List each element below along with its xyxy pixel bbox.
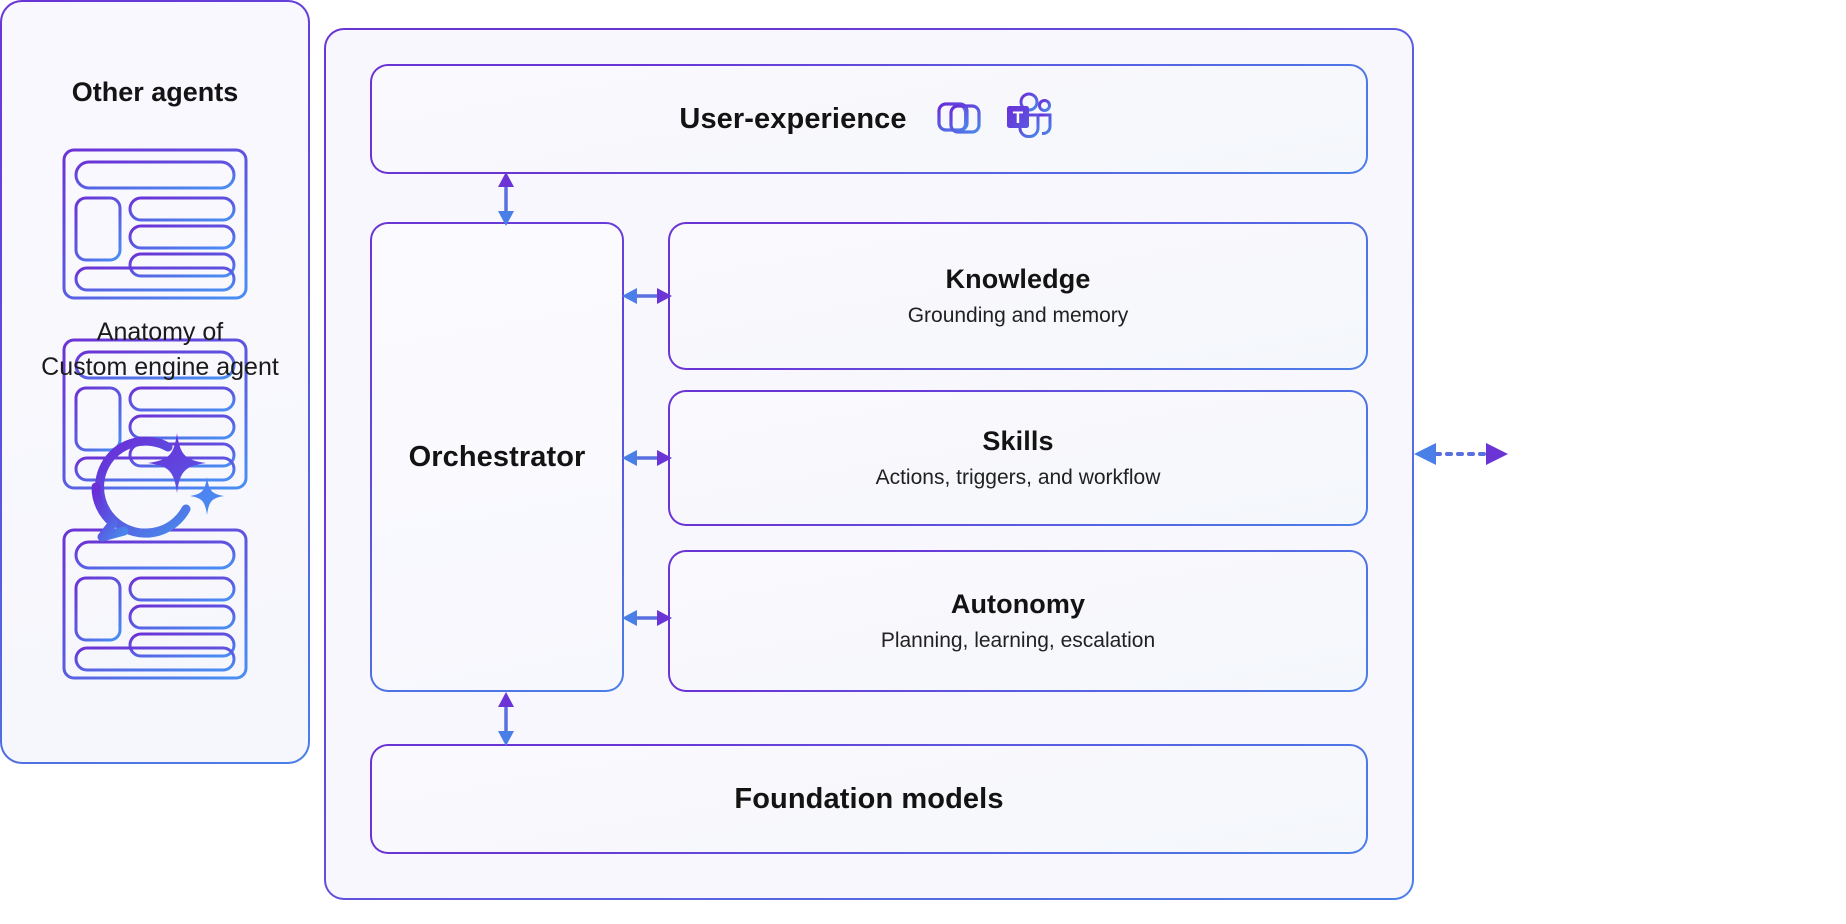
copilot-chat-sparkle-icon <box>72 425 242 555</box>
autonomy-subtitle: Planning, learning, escalation <box>880 629 1156 652</box>
orchestrator-title: Orchestrator <box>408 440 586 473</box>
orchestrator-box[interactable]: Orchestrator <box>370 222 624 692</box>
knowledge-subtitle: Grounding and memory <box>907 304 1129 327</box>
foundation-models-box[interactable]: Foundation models <box>370 744 1368 854</box>
agent-card-icon[interactable] <box>60 336 250 492</box>
other-agents-panel: Other agents <box>0 0 310 764</box>
user-experience-title: User-experience <box>679 102 907 135</box>
user-experience-icons: T <box>933 90 1059 149</box>
caption-line-2: Custom engine agent <box>41 352 279 381</box>
orchestrator-skills-connector <box>622 450 672 466</box>
knowledge-box[interactable]: Knowledge Grounding and memory <box>668 222 1368 370</box>
other-agents-title: Other agents <box>71 77 239 107</box>
other-agents-card-list <box>60 146 250 682</box>
skills-title: Skills <box>982 426 1054 456</box>
orchestrator-autonomy-connector <box>622 610 672 626</box>
diagram-caption: Anatomy of Custom engine agent <box>10 315 310 384</box>
microsoft-teams-icon: T <box>1003 90 1059 149</box>
skills-subtitle: Actions, triggers, and workflow <box>875 466 1161 489</box>
skills-box[interactable]: Skills Actions, triggers, and workflow <box>668 390 1368 526</box>
caption-line-1: Anatomy of <box>96 318 224 346</box>
agent-to-other-agents-connector <box>1414 443 1508 465</box>
user-experience-box[interactable]: User-experience <box>370 64 1368 174</box>
orchestrator-knowledge-connector <box>622 288 672 304</box>
foundation-models-title: Foundation models <box>734 782 1004 815</box>
svg-text:T: T <box>1012 108 1023 127</box>
autonomy-box[interactable]: Autonomy Planning, learning, escalation <box>668 550 1368 692</box>
ux-orchestrator-connector <box>498 172 514 226</box>
microsoft-365-copilot-icon <box>933 90 987 149</box>
user-experience-inner: User-experience <box>372 90 1366 149</box>
autonomy-title: Autonomy <box>950 589 1086 619</box>
orchestrator-foundation-connector <box>498 692 514 746</box>
agent-card-icon[interactable] <box>60 146 250 302</box>
knowledge-title: Knowledge <box>945 264 1091 294</box>
